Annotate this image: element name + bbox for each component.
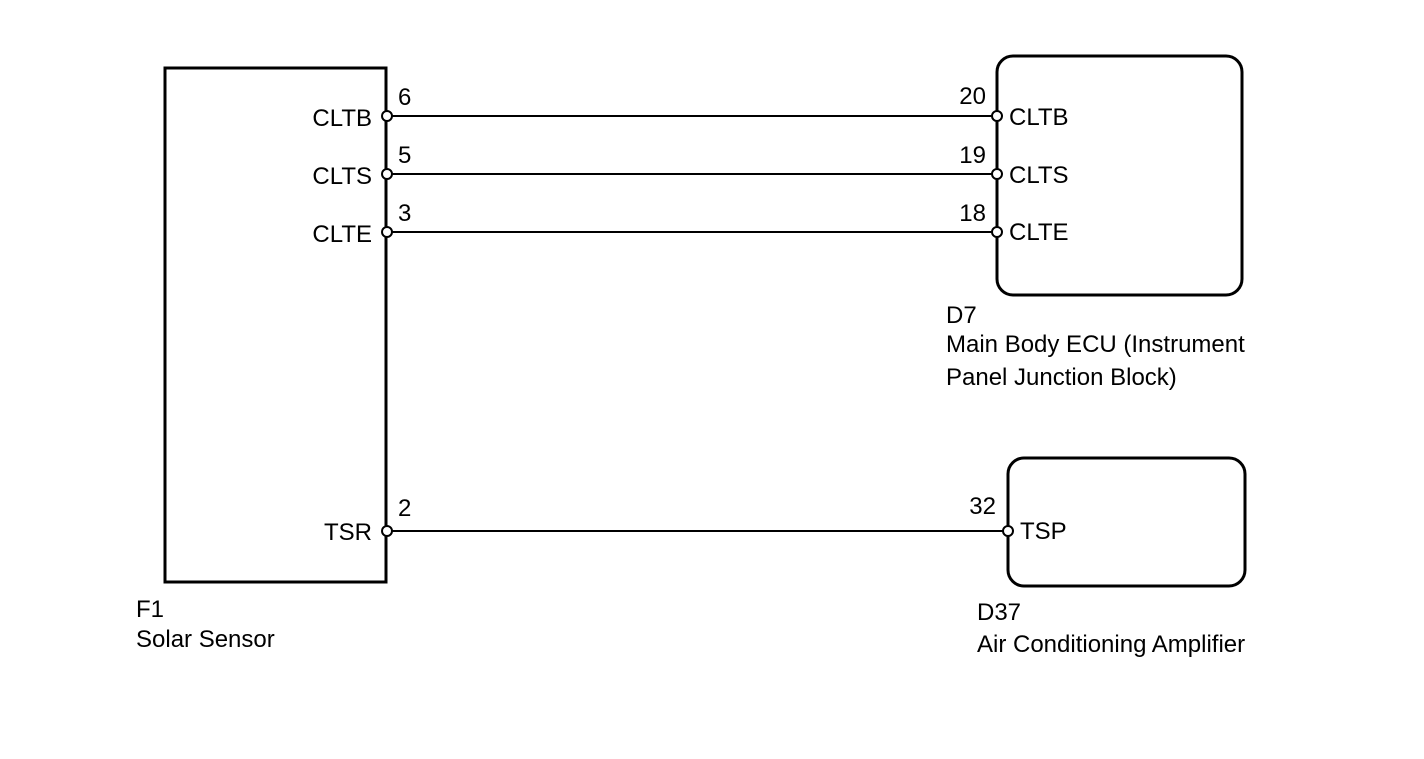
f1-signal-clts: CLTS xyxy=(312,163,372,190)
terminal-f1-5 xyxy=(381,168,393,180)
f1-name: Solar Sensor xyxy=(136,626,275,653)
f1-code: F1 xyxy=(136,596,164,623)
f1-signal-cltb: CLTB xyxy=(312,105,372,132)
d37-name: Air Conditioning Amplifier xyxy=(977,631,1245,658)
f1-signal-tsr: TSR xyxy=(324,519,372,546)
d7-signal-clte: CLTE xyxy=(1009,219,1069,246)
d7-pin-20: 20 xyxy=(959,83,986,110)
f1-solar-sensor-box xyxy=(163,66,388,584)
terminal-f1-3 xyxy=(381,226,393,238)
terminal-f1-2 xyxy=(381,525,393,537)
terminal-f1-6 xyxy=(381,110,393,122)
d37-code: D37 xyxy=(977,599,1021,626)
d37-pin-32: 32 xyxy=(969,493,996,520)
terminal-d7-19 xyxy=(991,168,1003,180)
d7-name-line2: Panel Junction Block) xyxy=(946,364,1177,391)
d7-signal-clts: CLTS xyxy=(1009,162,1069,189)
d7-name-line1: Main Body ECU (Instrument xyxy=(946,331,1245,358)
d37-signal-tsp: TSP xyxy=(1020,518,1067,545)
f1-pin-2: 2 xyxy=(398,495,411,522)
d7-code: D7 xyxy=(946,302,977,329)
d37-ac-amplifier-box xyxy=(1006,456,1247,588)
d7-signal-cltb: CLTB xyxy=(1009,104,1069,131)
f1-pin-6: 6 xyxy=(398,84,411,111)
terminal-d7-20 xyxy=(991,110,1003,122)
f1-pin-3: 3 xyxy=(398,200,411,227)
terminal-d37-32 xyxy=(1002,525,1014,537)
terminal-d7-18 xyxy=(991,226,1003,238)
d7-pin-19: 19 xyxy=(959,142,986,169)
d7-pin-18: 18 xyxy=(959,200,986,227)
f1-signal-clte: CLTE xyxy=(312,221,372,248)
f1-pin-5: 5 xyxy=(398,142,411,169)
